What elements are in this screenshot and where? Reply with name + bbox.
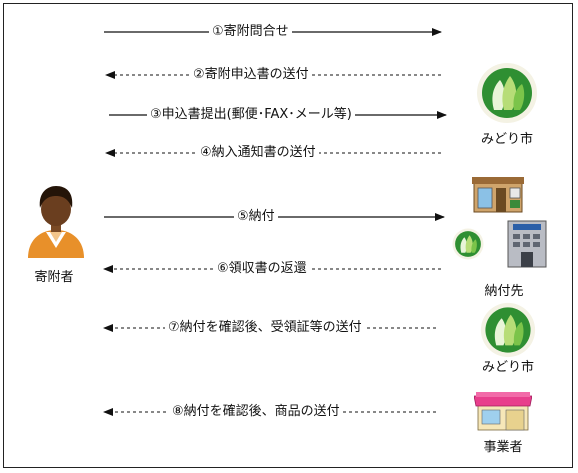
step-label-2: ②寄附申込書の送付 [190, 67, 312, 83]
store-icon [474, 392, 532, 431]
bank-icon [507, 220, 547, 268]
step-label-6: ⑥領収書の返還 [214, 261, 310, 277]
diagram-frame: ①寄附問合せ ②寄附申込書の送付 ③申込書提出(郵便･FAX･メール等) ④納入… [3, 3, 573, 468]
shop-icon [472, 177, 524, 213]
actor-city-bottom-label: みどり市 [481, 360, 534, 375]
green-leaf-logo-icon [480, 302, 536, 358]
green-leaf-logo-icon [477, 63, 537, 123]
person-icon [28, 186, 84, 258]
step-label-5: ⑤納付 [234, 209, 278, 225]
actor-payee-label: 納付先 [484, 284, 524, 299]
actor-donor-label: 寄附者 [34, 270, 74, 285]
step-label-7: ⑦納付を確認後、受領証等の送付 [165, 320, 365, 336]
actor-city-top-label: みどり市 [480, 132, 533, 147]
step-label-1: ①寄附問合せ [209, 24, 292, 40]
actor-business-label: 事業者 [483, 440, 523, 455]
green-leaf-logo-small-icon [452, 228, 484, 260]
step-label-8: ⑧納付を確認後、商品の送付 [169, 404, 343, 420]
step-label-4: ④納入通知書の送付 [197, 145, 319, 161]
step-label-3: ③申込書提出(郵便･FAX･メール等) [147, 107, 355, 123]
